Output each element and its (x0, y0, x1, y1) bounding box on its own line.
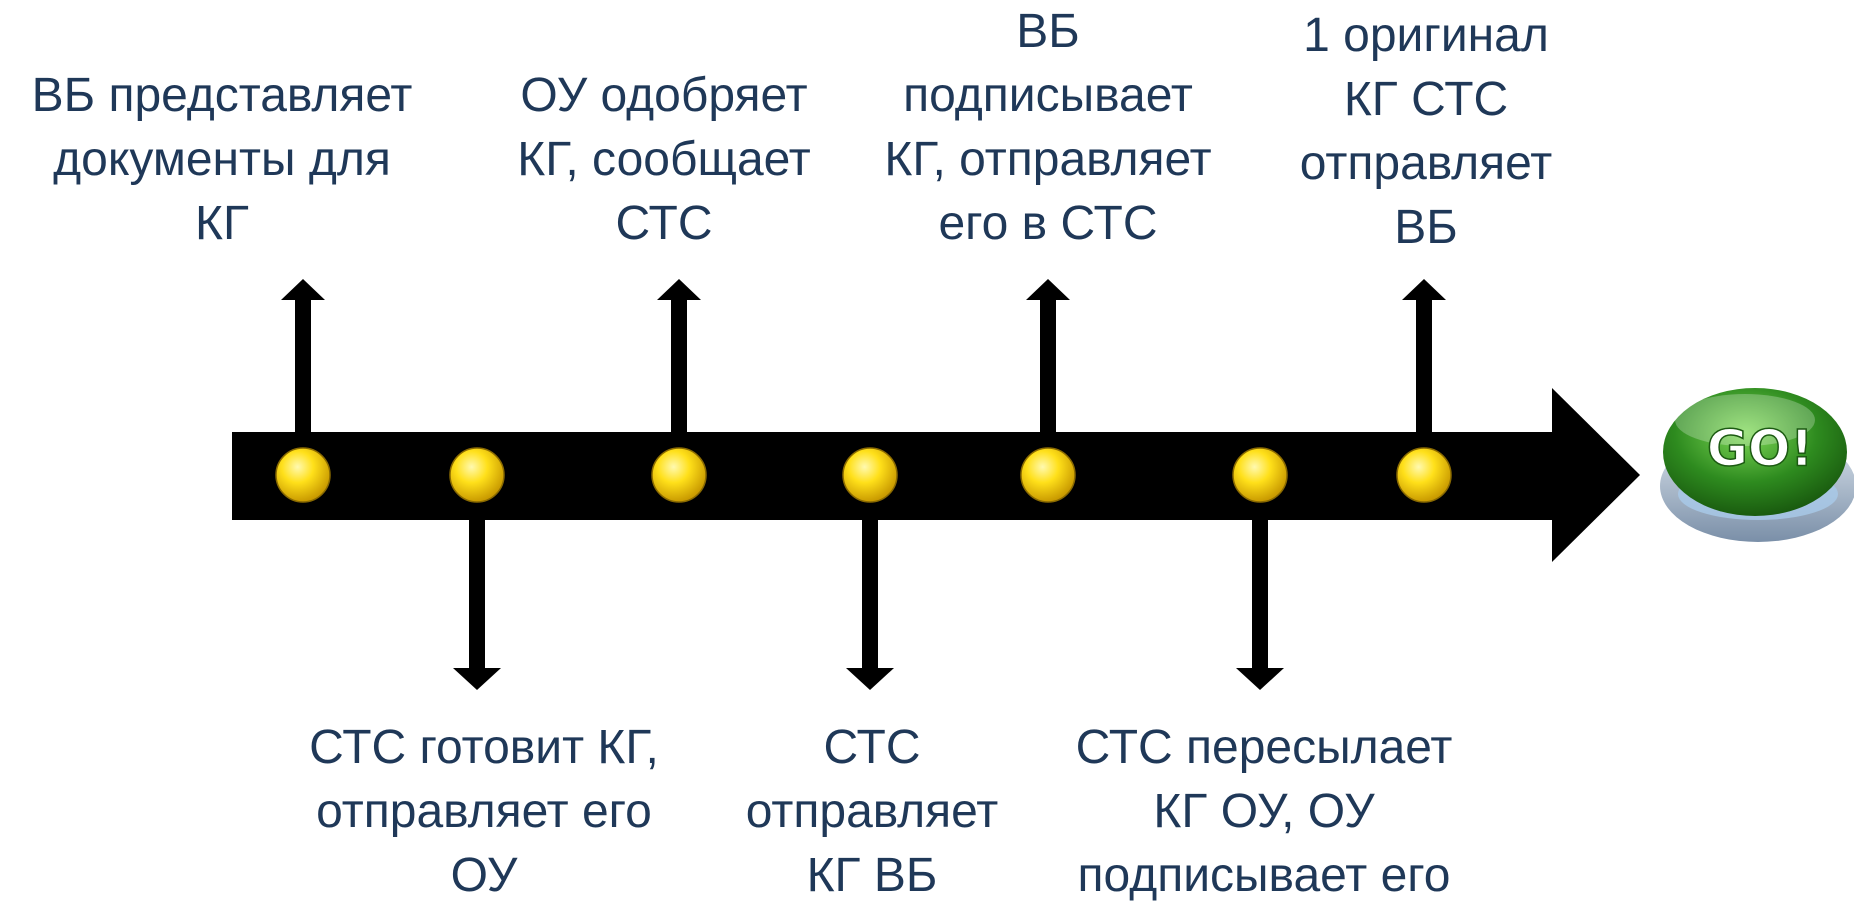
step-connector-arrow (1026, 279, 1070, 434)
step-connectors (281, 279, 1446, 690)
go-button-icon: GO! (1660, 388, 1854, 542)
step-label: ОУ одобряет КГ, сообщает СТС (517, 69, 811, 250)
step-connector-arrow (657, 279, 701, 434)
step-marker (651, 447, 707, 503)
step-connector-arrow (1402, 279, 1446, 434)
step-connector-arrow (281, 279, 325, 434)
step-connector-arrow (1236, 518, 1284, 690)
step-label: СТС отправляет КГ ВБ (745, 721, 999, 902)
step-label: 1 оригинал КГ СТС отправляет ВБ (1299, 9, 1553, 254)
step-marker (842, 447, 898, 503)
step-label: ВБ представляет документы для КГ (31, 69, 413, 250)
step-connector-arrow (453, 518, 501, 690)
step-marker (449, 447, 505, 503)
step-label: СТС готовит КГ, отправляет его ОУ (309, 721, 659, 902)
step-label: ВБ подписывает КГ, отправляет его в СТС (884, 5, 1212, 250)
step-connector-arrow (846, 518, 894, 690)
step-marker (1020, 447, 1076, 503)
step-marker (1232, 447, 1288, 503)
step-marker (275, 447, 331, 503)
go-button-label: GO! (1707, 420, 1813, 478)
step-label: СТС пересылает КГ ОУ, ОУ подписывает его (1075, 721, 1453, 902)
step-markers (275, 447, 1452, 503)
step-marker (1396, 447, 1452, 503)
